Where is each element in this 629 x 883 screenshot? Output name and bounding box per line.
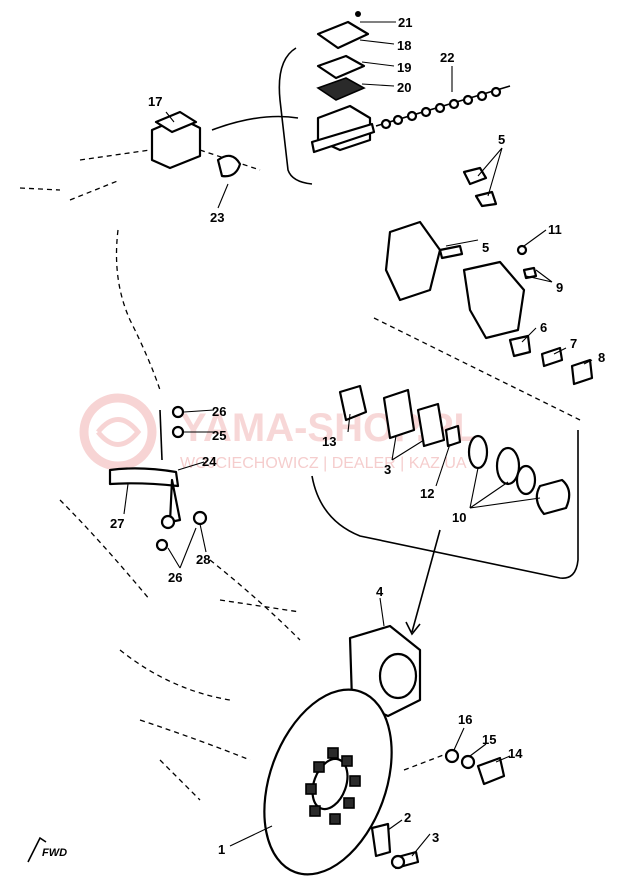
caliper-piston	[535, 478, 571, 516]
watermark-logo-swirl	[96, 417, 142, 447]
callout-21: 21	[398, 15, 412, 30]
banjo-washer-lower	[155, 538, 169, 552]
watermark-logo	[79, 393, 157, 471]
bolt-14	[476, 756, 506, 786]
brake-pad-b	[416, 402, 446, 448]
piston-seal	[467, 434, 489, 470]
forward-label: FWD	[42, 847, 67, 859]
callout-18: 18	[397, 38, 411, 53]
leader-lines	[123, 21, 593, 857]
banjo-bolt-upper	[171, 405, 185, 419]
caliper-frame-curve	[311, 430, 579, 579]
callout-11: 11	[548, 222, 562, 237]
callout-28: 28	[196, 552, 210, 567]
dust-seal	[495, 446, 521, 486]
left-bar-bits	[19, 179, 121, 201]
bleed-screw	[516, 244, 528, 256]
callout-1: 1	[218, 842, 225, 857]
callout-25: 25	[212, 428, 226, 443]
cap-screw	[355, 11, 361, 17]
callout-labels: 21 18 19 20 22 17 23 5 5 11 9 6 7 8 13 3…	[110, 15, 605, 857]
callout-26a: 26	[212, 404, 226, 419]
banjo-bolt-lower-b	[192, 510, 208, 526]
callout-3b: 3	[432, 830, 439, 845]
callout-13: 13	[322, 434, 336, 449]
banjo-washer-upper	[171, 425, 185, 439]
washer-16	[444, 748, 460, 764]
pad-spring-a	[462, 166, 488, 186]
inset-bracket	[278, 47, 313, 185]
caliper-bolt	[438, 244, 464, 260]
callout-8: 8	[598, 350, 605, 365]
forward-direction-mark: FWD	[27, 836, 67, 863]
piston-ring	[515, 464, 537, 496]
disc-hardware	[370, 822, 420, 870]
caliper-dash-frame	[373, 317, 581, 421]
callout-5b: 5	[482, 240, 489, 255]
boot	[508, 334, 532, 358]
fork-ghost-parts	[59, 499, 301, 801]
callout-7: 7	[570, 336, 577, 351]
callout-24: 24	[202, 454, 217, 469]
callout-26b: 26	[168, 570, 182, 585]
washer-15	[460, 754, 476, 770]
assembly-arrow-head	[405, 621, 421, 636]
callout-12: 12	[420, 486, 434, 501]
handlebar-master-cylinder	[19, 110, 261, 201]
lever-holder	[216, 154, 242, 178]
caliper-half-inner	[462, 260, 526, 340]
callout-14: 14	[508, 746, 523, 761]
bleed-cap	[522, 266, 538, 280]
brake-disc	[263, 688, 393, 876]
hose-upper	[115, 229, 161, 391]
master-cylinder-bore	[310, 122, 376, 154]
inset-guide-line	[211, 115, 299, 131]
watermark-dealer: WOJCIECHOWICZ | DEALER | KAZ.UA	[180, 455, 467, 472]
callout-17: 17	[148, 94, 162, 109]
pin	[540, 346, 564, 368]
main-caliper-assembly	[329, 624, 422, 741]
pin-bolt	[570, 358, 594, 386]
callout-27: 27	[110, 516, 124, 531]
caliper-bolts	[403, 748, 506, 786]
diaphragm-plate	[316, 54, 366, 80]
handlebar-dashes	[79, 149, 151, 161]
caliper-half-outer	[384, 220, 442, 302]
lock-washer	[370, 822, 392, 858]
brake-hose	[108, 229, 208, 552]
hose-lower	[159, 409, 163, 461]
banjo-bolt-lower	[160, 514, 176, 530]
lever-master-cap	[154, 110, 198, 134]
assembly-arrow	[411, 529, 441, 633]
callout-20: 20	[397, 80, 411, 95]
callout-22: 22	[440, 50, 454, 65]
hose-joint	[108, 467, 180, 488]
master-cylinder-inset	[211, 11, 511, 185]
callout-23: 23	[210, 210, 224, 225]
pad-clip	[444, 424, 462, 448]
disc-holes	[305, 747, 361, 825]
pad-spring-b	[474, 190, 498, 208]
pad-shim	[338, 384, 368, 422]
brake-pad-a	[382, 388, 416, 440]
piston-kit	[375, 85, 511, 130]
callout-10: 10	[452, 510, 466, 525]
pads-and-seals	[338, 384, 571, 516]
reservoir-cap	[316, 20, 370, 50]
diaphragm	[316, 77, 366, 101]
callout-6: 6	[540, 320, 547, 335]
callout-9: 9	[556, 280, 563, 295]
callout-19: 19	[397, 60, 411, 75]
main-caliper-piston-face	[378, 652, 418, 700]
callout-5a: 5	[498, 132, 505, 147]
disc-bolt-head	[390, 854, 406, 870]
callout-4: 4	[376, 584, 384, 599]
forward-arrow-icon	[27, 836, 47, 863]
callout-2: 2	[404, 810, 411, 825]
callout-3: 3	[384, 462, 391, 477]
callout-15: 15	[482, 732, 496, 747]
callout-16: 16	[458, 712, 472, 727]
